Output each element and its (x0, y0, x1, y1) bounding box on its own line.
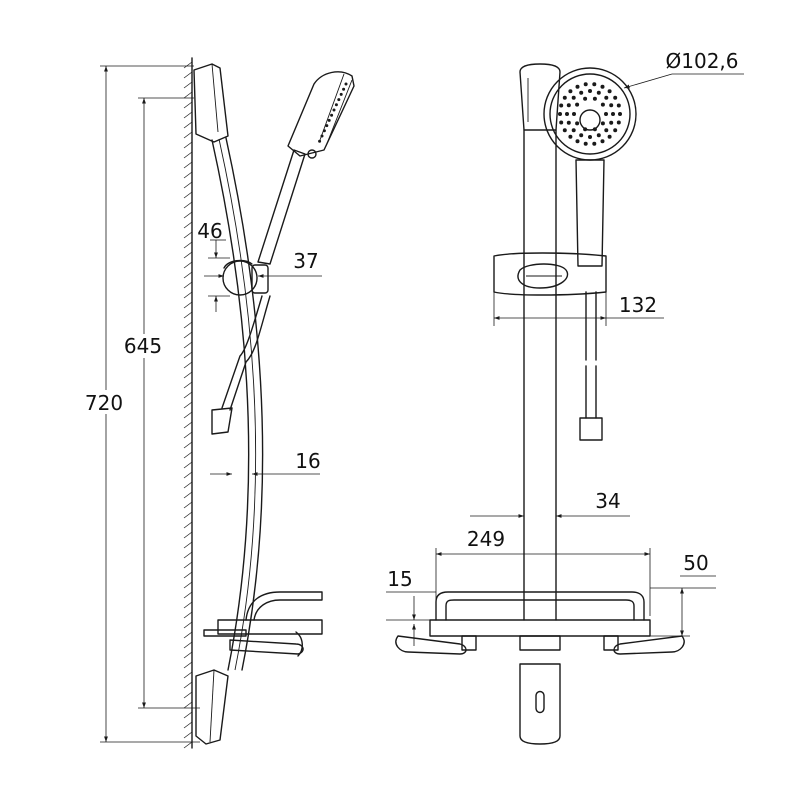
label-rail-offset: 16 (295, 449, 320, 473)
hand-shower-side (257, 71, 355, 265)
slider-holder (222, 259, 269, 296)
dim-shelf-width: 249 (435, 527, 651, 616)
dim-holder-depth: 46 (197, 219, 230, 312)
hose-front (579, 291, 603, 441)
dim-mount-distance: 645 (118, 97, 200, 709)
label-mount-distance: 645 (124, 334, 162, 358)
shower-hose (211, 295, 271, 435)
label-holder-width: 37 (293, 249, 318, 273)
label-shelf-height: 50 (683, 551, 708, 575)
dim-rail-offset: 16 (210, 449, 321, 476)
dim-holder-width: 37 (204, 249, 322, 278)
shelf-front (395, 591, 685, 655)
top-wall-bracket (193, 63, 229, 143)
label-holder-depth: 46 (197, 219, 222, 243)
bottom-wall-bracket (195, 669, 229, 745)
front-view: Ø102,6 132 34 249 50 (386, 49, 744, 745)
wall-hatching (183, 57, 193, 749)
dim-shelf-height: 50 (650, 551, 716, 637)
front-rail (519, 63, 561, 745)
soap-dish-side (203, 591, 323, 657)
label-overall-height: 720 (85, 391, 123, 415)
label-holder-reach: 132 (619, 293, 657, 317)
dim-shelf-rim: 15 (386, 567, 436, 646)
curved-rail (211, 137, 264, 671)
label-rail-diameter: 34 (595, 489, 620, 513)
dim-rail-diameter: 34 (470, 489, 630, 518)
label-head-diameter: Ø102,6 (666, 49, 739, 73)
slider-front (493, 252, 607, 296)
dim-overall-height: 720 (80, 65, 200, 743)
nozzle-pattern (558, 82, 622, 146)
spray-face-dots (318, 82, 348, 143)
dim-head-diameter: Ø102,6 (623, 49, 744, 89)
label-shelf-rim: 15 (387, 567, 412, 591)
shower-head-front (543, 67, 637, 267)
dim-holder-reach: 132 (493, 292, 664, 326)
side-view: 720 645 46 37 16 (80, 57, 355, 749)
label-shelf-width: 249 (467, 527, 505, 551)
